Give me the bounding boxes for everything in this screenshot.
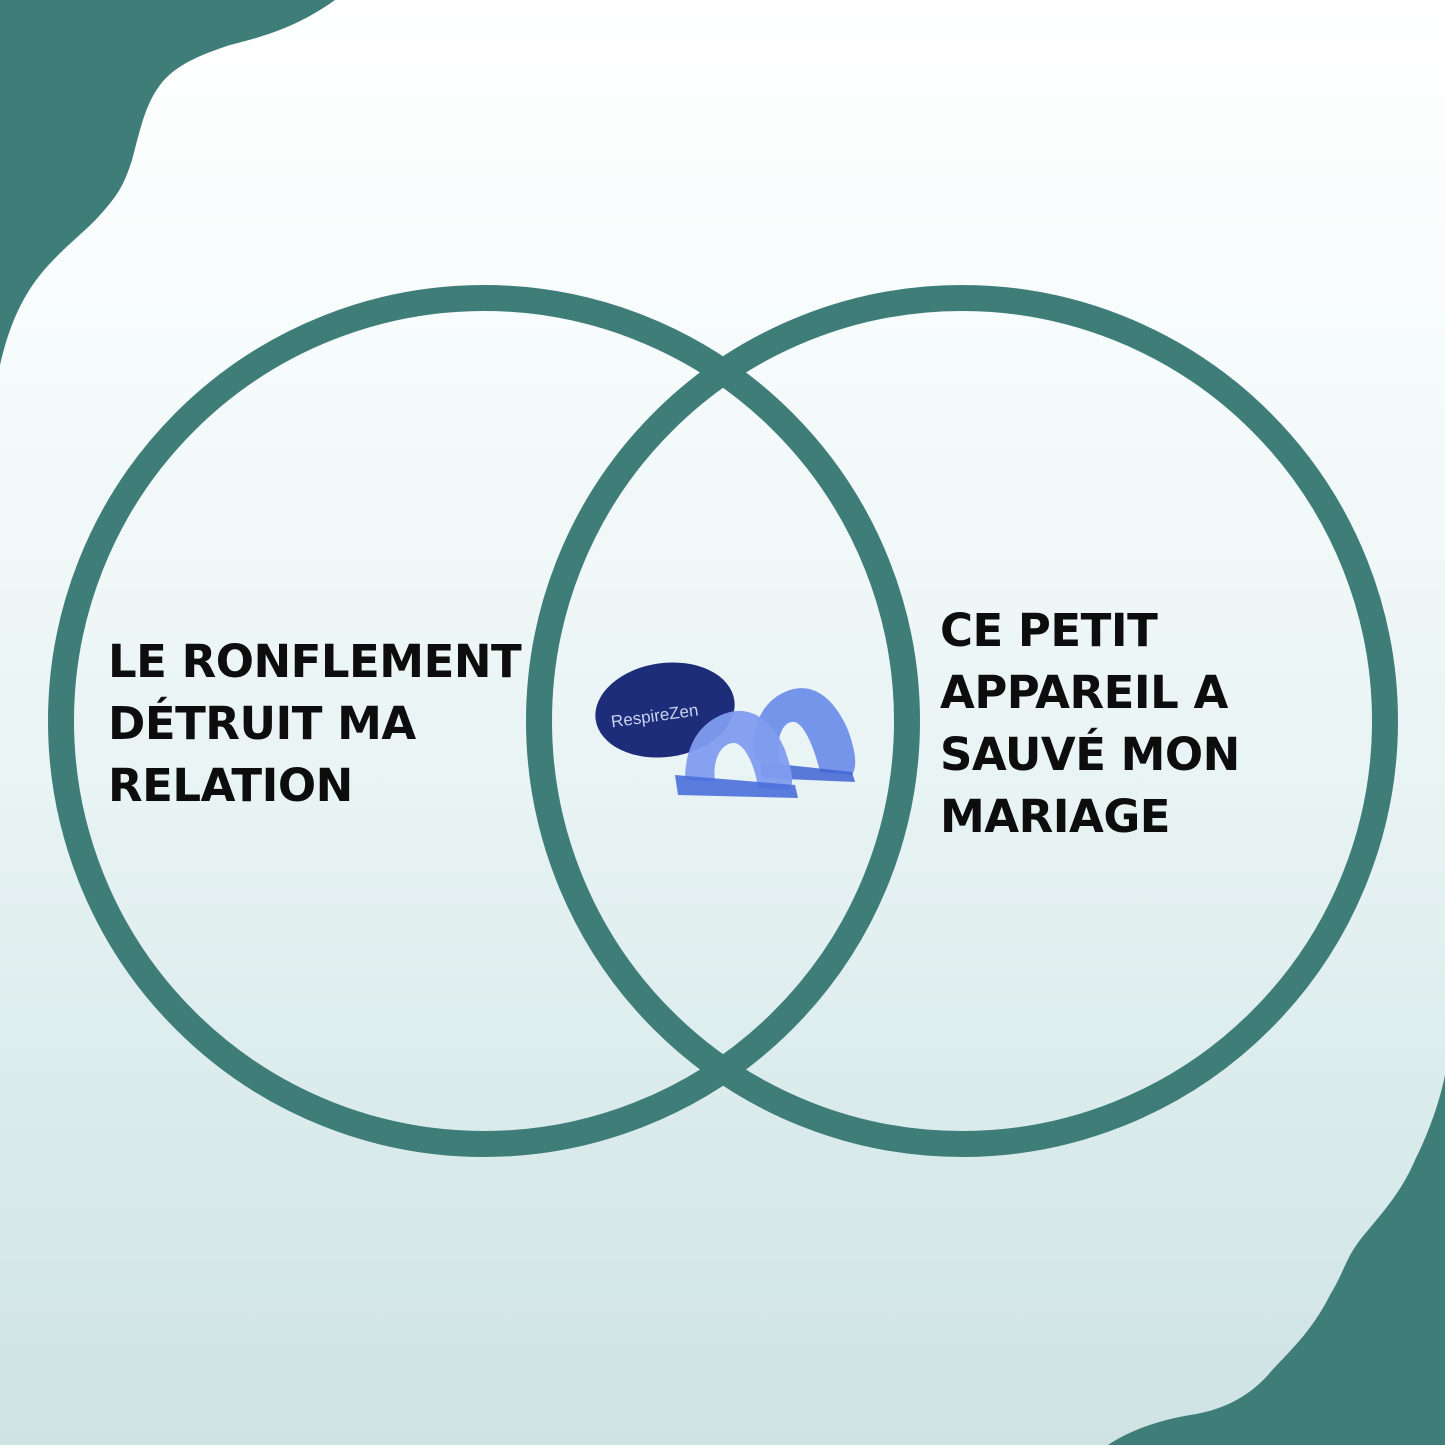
left-text-line-2: DÉTRUIT MA [108,697,416,750]
right-text-line-4: MARIAGE [940,790,1171,843]
right-text-line-3: SAUVÉ MON [940,728,1240,781]
right-venn-circle [526,285,1398,1157]
product-device-front-base [675,775,798,798]
left-text-line-1: LE RONFLEMENT [108,635,522,688]
right-text-line-2: APPAREIL A [940,666,1228,719]
product-device-back [753,688,856,775]
left-circle-text: LE RONFLEMENT DÉTRUIT MA RELATION [108,631,522,817]
bottom-right-wave-shape [1108,1075,1445,1445]
left-text-line-3: RELATION [108,759,353,812]
mouthguard-product-image: RespireZen [595,662,856,798]
product-device-front [685,710,793,790]
right-text-line-1: CE PETIT [940,604,1158,657]
right-circle-text: CE PETIT APPAREIL A SAUVÉ MON MARIAGE [940,600,1240,848]
top-left-wave-shape [0,0,335,365]
left-venn-circle [48,285,920,1157]
